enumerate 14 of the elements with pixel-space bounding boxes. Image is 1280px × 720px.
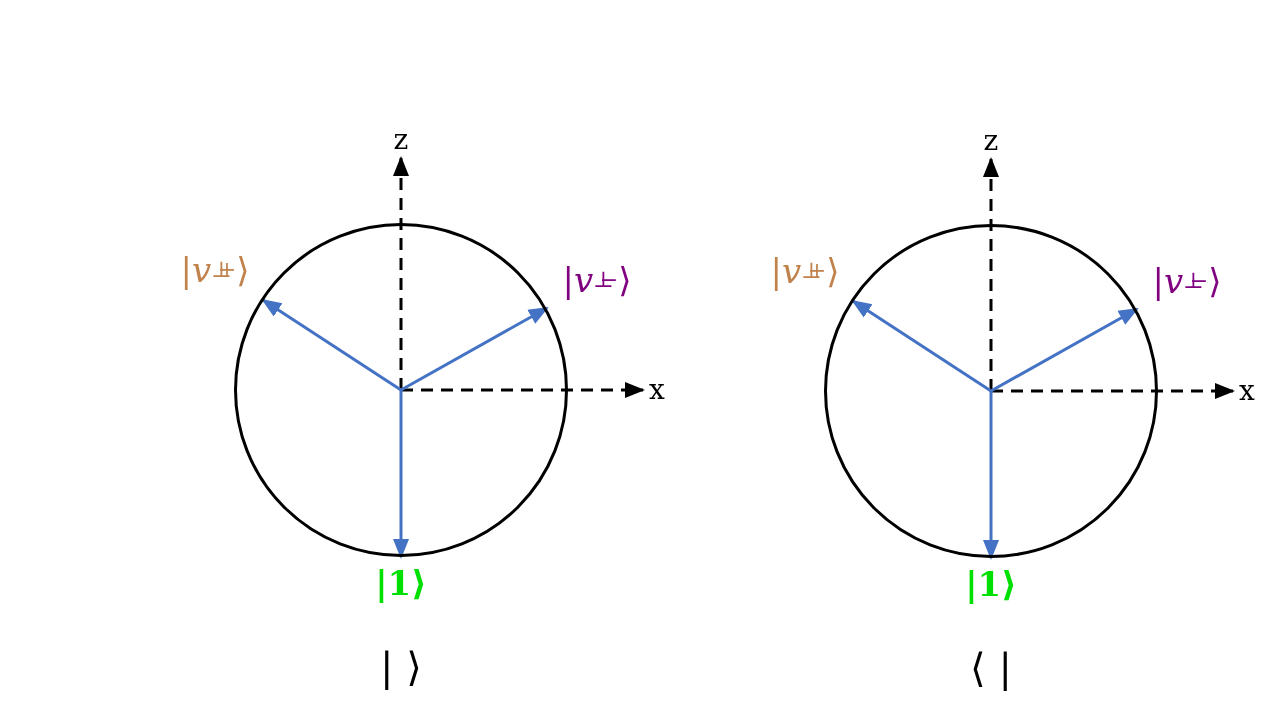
axis-label: z bbox=[983, 127, 999, 155]
axis-label: x bbox=[1239, 377, 1255, 405]
arrow bbox=[400, 306, 549, 392]
axis-label: x bbox=[649, 376, 665, 404]
state-label: |1⟩ bbox=[373, 557, 429, 609]
state-label: |1⟩ bbox=[963, 558, 1019, 610]
arrow bbox=[983, 391, 999, 560]
arrow bbox=[990, 307, 1139, 393]
arrow bbox=[851, 299, 992, 393]
arrow bbox=[261, 298, 402, 392]
circle-outline bbox=[824, 224, 1158, 558]
arrow bbox=[393, 390, 409, 559]
circle-outline bbox=[234, 223, 568, 557]
axis-label: z bbox=[393, 126, 409, 154]
